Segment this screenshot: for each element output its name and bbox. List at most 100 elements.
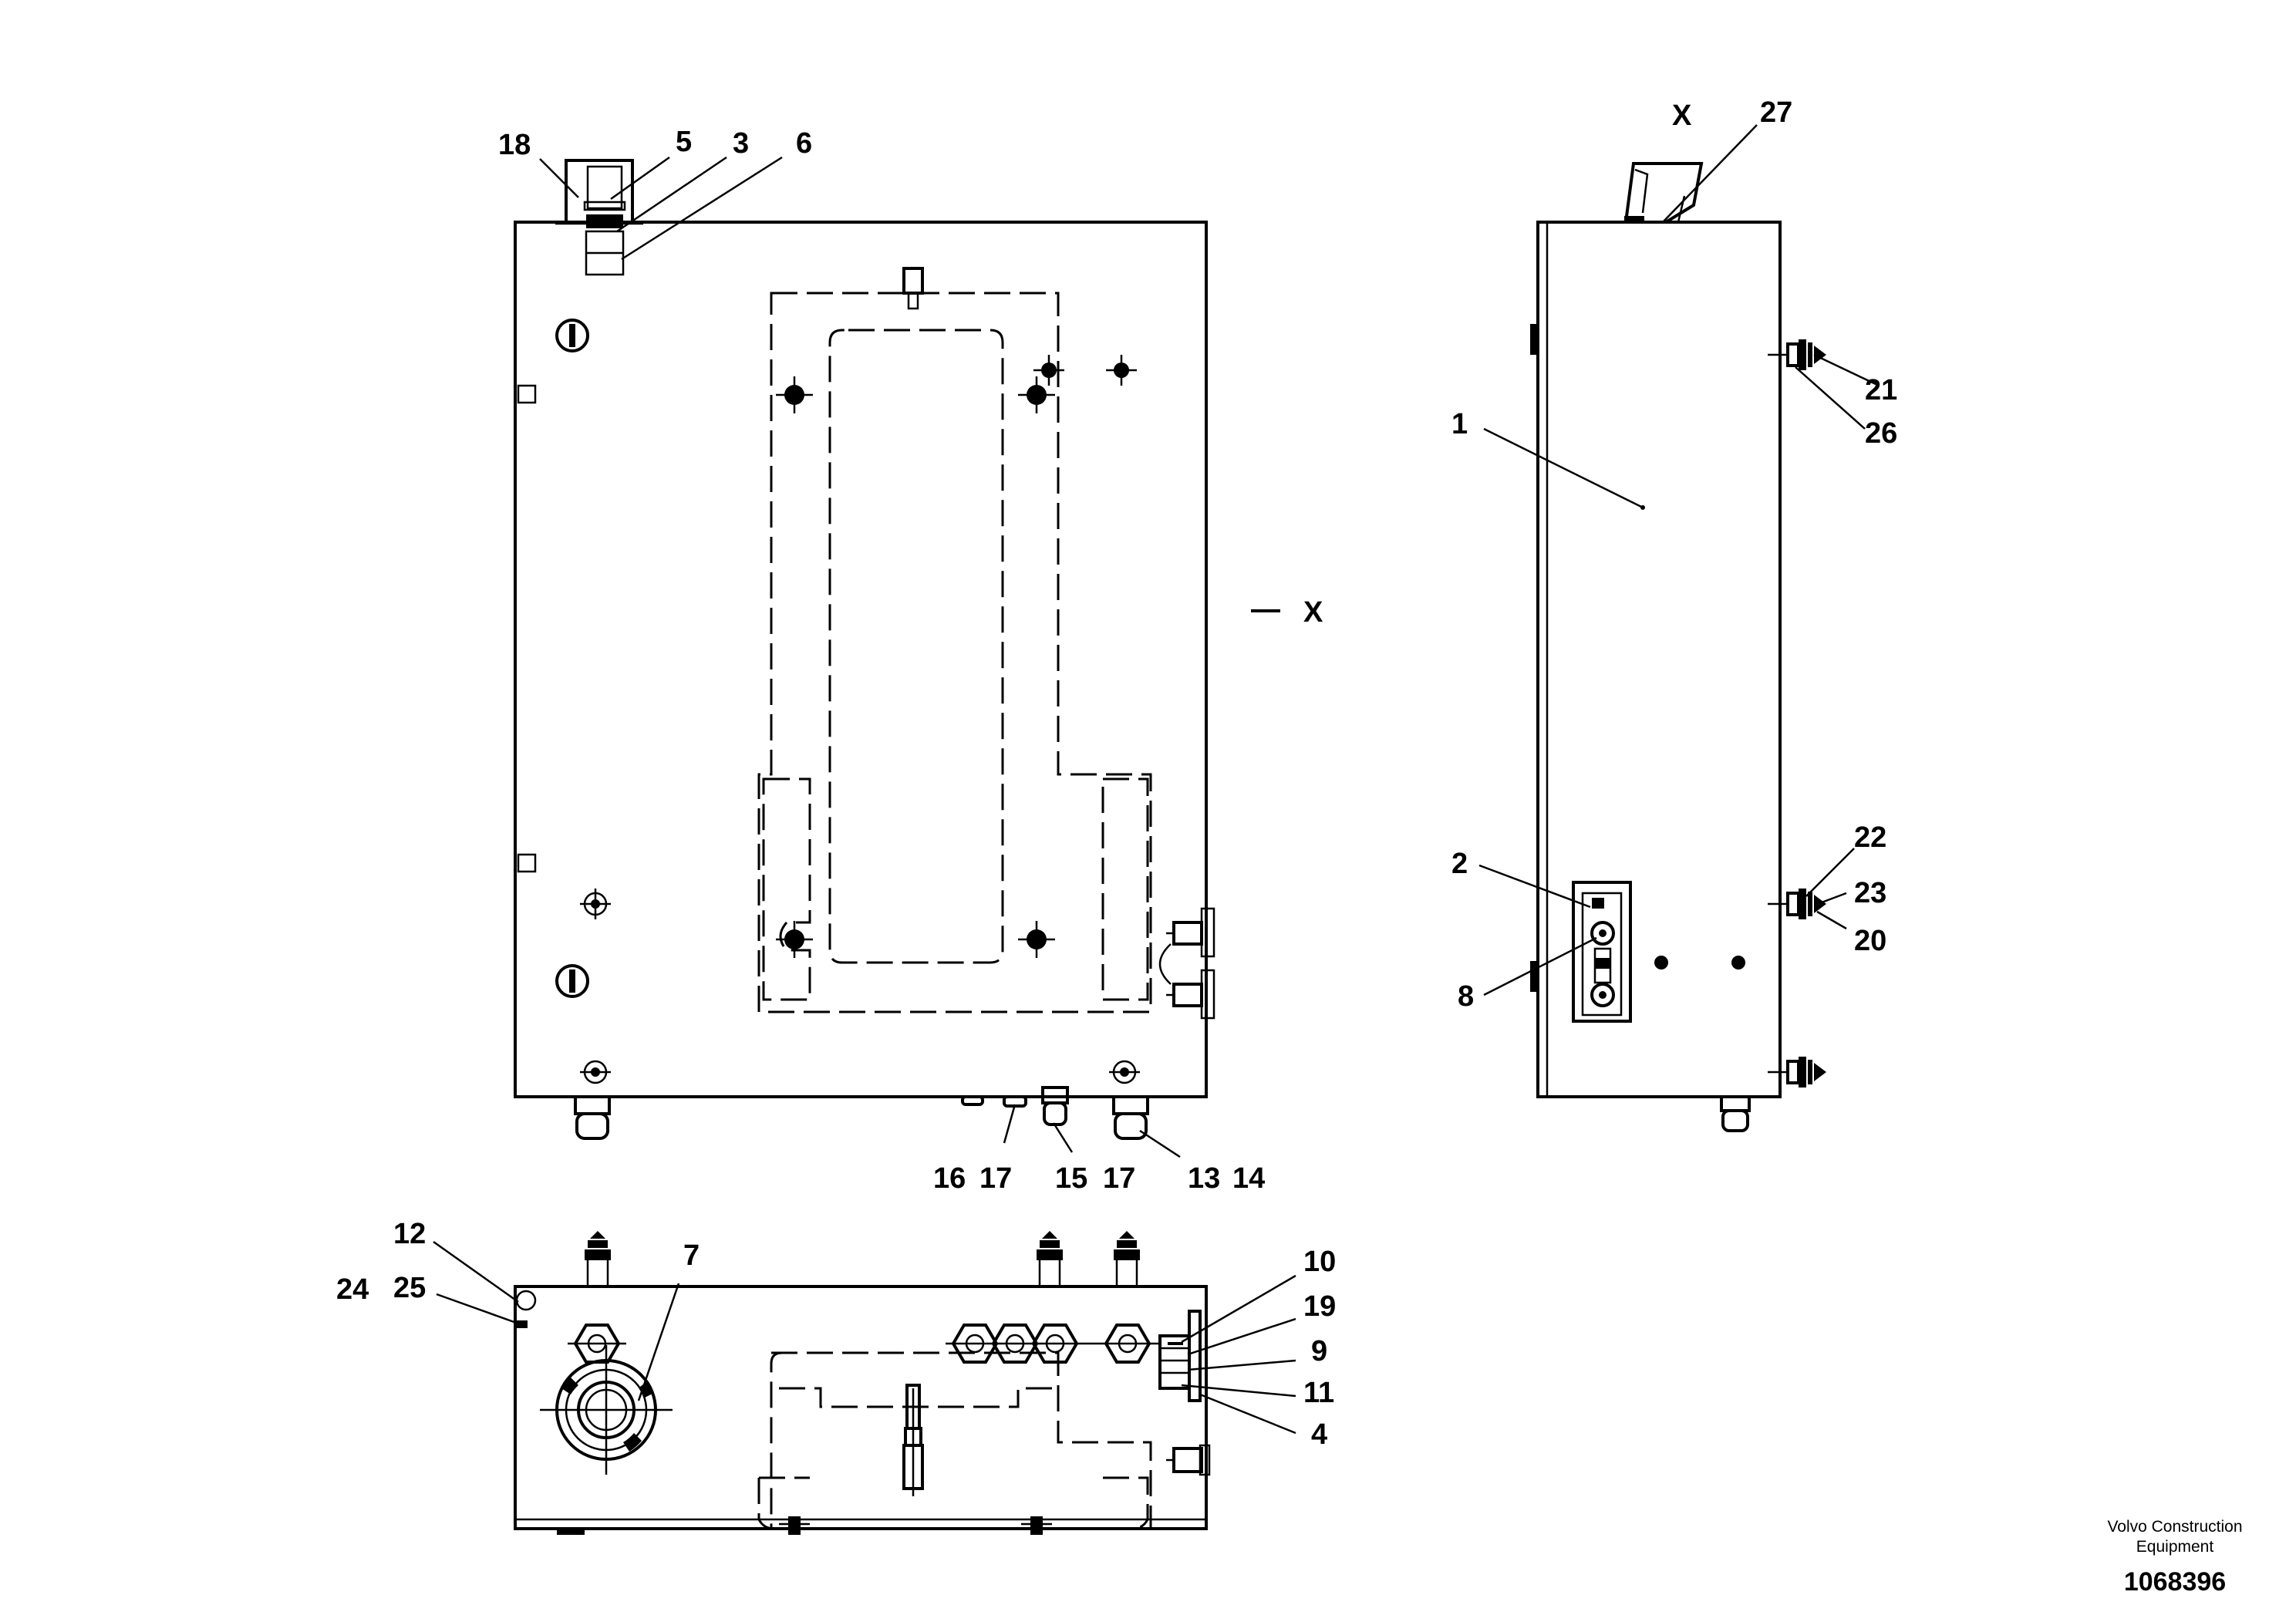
leader-15-17 — [1052, 1122, 1074, 1153]
top-view: 12 24 25 7 10 19 9 11 4 — [336, 1218, 1336, 1535]
label-11: 11 — [1303, 1377, 1334, 1409]
top-hidden-bracket-right — [1103, 1476, 1149, 1530]
leader-3 — [616, 156, 727, 233]
front-bottom-fitting-15 — [1041, 1086, 1069, 1126]
top-breather-left — [585, 1231, 611, 1288]
top-breather-mid — [1037, 1231, 1063, 1288]
front-hinge-lower — [517, 853, 537, 873]
front-hidden-plate — [757, 292, 1152, 1013]
side-view: X 27 21 26 1 2 8 22 23 20 — [1451, 96, 1897, 1132]
top-connector-block — [1158, 1310, 1202, 1402]
front-hidden-bracket-left — [762, 777, 811, 1001]
label-3: 3 — [733, 127, 749, 160]
leader-12 — [433, 1240, 519, 1303]
side-mount-hole-2 — [1731, 956, 1745, 969]
front-bottom-fitting-left — [574, 1095, 611, 1140]
label-8: 8 — [1458, 980, 1474, 1013]
label-12: 12 — [393, 1218, 426, 1250]
leader-21 — [1813, 353, 1876, 386]
leader-10 — [1181, 1274, 1296, 1344]
front-hidden-bracket-right — [1101, 777, 1149, 1001]
label-10: 10 — [1303, 1246, 1336, 1278]
front-mount-hole-1 — [776, 376, 813, 413]
side-mount-hole-1 — [1654, 956, 1668, 969]
leader-18 — [539, 158, 579, 198]
label-22: 22 — [1854, 821, 1886, 854]
company-name-line1: Volvo Construction — [2107, 1518, 2242, 1536]
front-mount-hole-6 — [1018, 921, 1055, 958]
top-view-tank-outline — [514, 1285, 1208, 1530]
label-24: 24 — [336, 1273, 369, 1306]
top-hidden-bracket-left — [757, 1476, 810, 1530]
leader-4 — [1199, 1393, 1296, 1435]
label-26: 26 — [1865, 417, 1897, 450]
leader-6 — [621, 156, 783, 261]
label-9: 9 — [1311, 1335, 1327, 1367]
side-breather-21 — [1768, 339, 1826, 370]
leader-2 — [1478, 864, 1591, 909]
front-view: 18 5 3 6 X 16 17 15 17 13 14 — [498, 126, 1323, 1195]
front-mount-hole-2 — [1018, 376, 1055, 413]
leader-13-14 — [1139, 1129, 1181, 1158]
top-hex-fitting-left — [568, 1324, 626, 1364]
side-tab-lower — [1530, 961, 1536, 992]
front-right-fitting-lower — [1166, 969, 1215, 1020]
front-fitting-right-bottom — [1109, 1060, 1140, 1084]
side-breather-bottom — [1768, 1057, 1826, 1088]
side-tab-upper — [1530, 324, 1536, 355]
label-5: 5 — [676, 126, 692, 158]
leader-26 — [1795, 366, 1866, 430]
sight-glass — [1572, 881, 1632, 1023]
label-18: 18 — [498, 129, 531, 161]
label-13: 13 — [1188, 1162, 1220, 1195]
top-hidden-plate — [770, 1351, 1152, 1529]
side-bottom-fitting — [1720, 1095, 1751, 1132]
top-bottom-bolt-left — [779, 1516, 810, 1535]
label-2: 2 — [1451, 848, 1468, 880]
leader-16-17 — [1003, 1104, 1017, 1144]
front-hinge-upper — [517, 384, 537, 404]
top-breather-right — [1114, 1231, 1140, 1288]
front-mount-hole-3 — [1033, 355, 1064, 386]
side-breather-20 — [1768, 889, 1826, 919]
label-15: 15 — [1055, 1162, 1087, 1195]
front-bottom-fitting-13 — [1112, 1095, 1149, 1140]
leader-22 — [1805, 848, 1855, 897]
leader-20 — [1816, 910, 1847, 930]
drain-plug-upper — [555, 319, 589, 352]
front-fitting-left-mid — [580, 889, 611, 919]
front-mount-hole-5 — [776, 921, 813, 958]
filler-cap — [555, 159, 643, 276]
label-7: 7 — [683, 1239, 700, 1272]
label-27: 27 — [1760, 96, 1792, 129]
label-4: 4 — [1311, 1418, 1327, 1451]
label-19: 19 — [1303, 1290, 1336, 1323]
top-lifting-ring — [515, 1290, 537, 1328]
front-bottom-fitting-16 — [961, 1095, 984, 1106]
leader-27 — [1662, 124, 1758, 223]
leader-23 — [1821, 892, 1847, 904]
drain-plug-lower — [555, 964, 589, 998]
label-17a: 17 — [979, 1162, 1012, 1195]
leader-7 — [637, 1283, 680, 1401]
leader-11 — [1181, 1384, 1296, 1398]
label-21: 21 — [1865, 374, 1897, 406]
label-25: 25 — [393, 1272, 426, 1304]
leader-8 — [1483, 936, 1597, 996]
top-bottom-bolt-right — [1021, 1516, 1052, 1535]
label-6: 6 — [796, 127, 812, 160]
document-number: 1068396 — [2124, 1567, 2226, 1597]
top-level-sensor — [902, 1384, 924, 1496]
front-right-hose — [1158, 943, 1172, 985]
front-right-fitting-upper — [1166, 907, 1215, 958]
leader-24-25 — [436, 1293, 519, 1325]
front-view-tank-outline — [514, 221, 1208, 1098]
leader-5 — [610, 156, 670, 201]
top-right-fitting — [1166, 1444, 1211, 1476]
front-hidden-window — [828, 329, 1004, 964]
label-1: 1 — [1451, 408, 1468, 440]
leader-19 — [1187, 1317, 1296, 1356]
label-16: 16 — [933, 1162, 966, 1195]
label-17b: 17 — [1103, 1162, 1135, 1195]
leader-1 — [1483, 427, 1644, 509]
